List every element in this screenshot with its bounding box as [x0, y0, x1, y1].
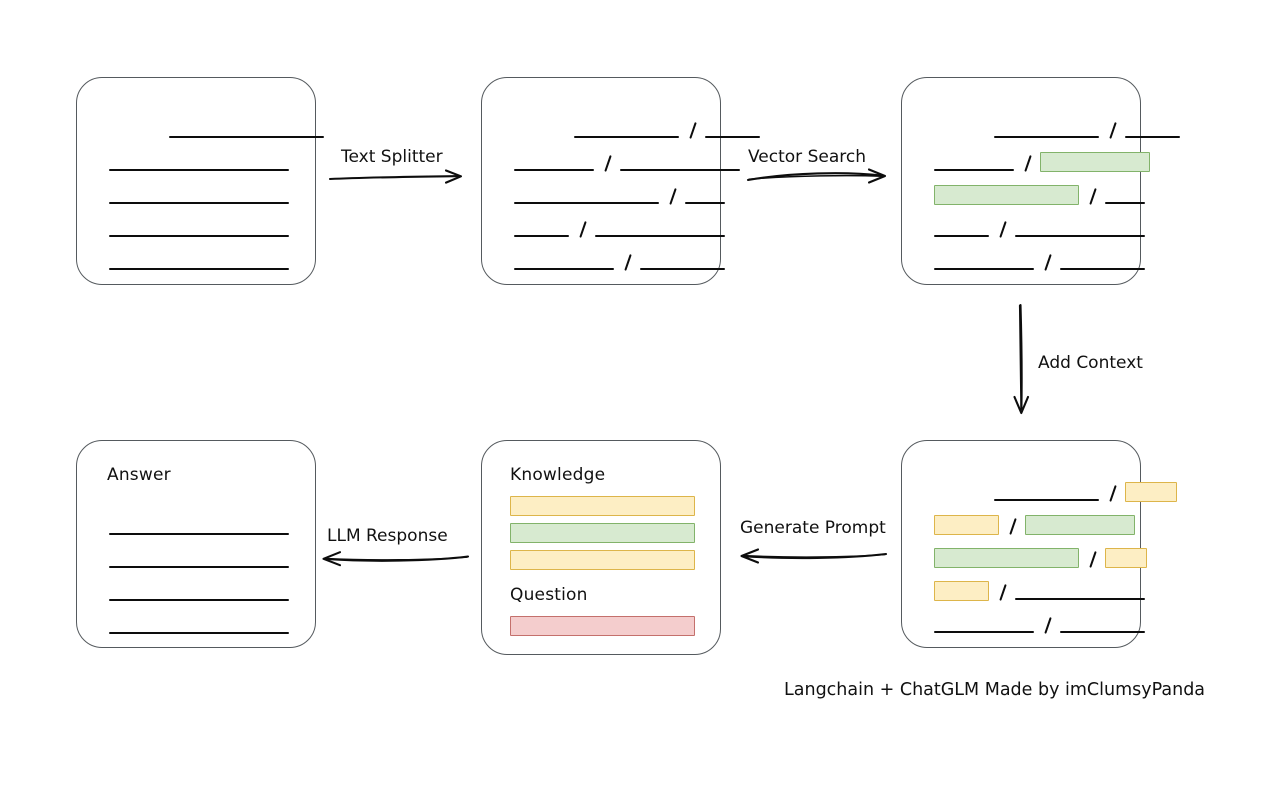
text-line: [514, 202, 659, 204]
text-line: [595, 235, 725, 237]
chunk-separator: [669, 188, 677, 205]
yellow-chunk-chip: [934, 581, 989, 601]
chunk-separator: [624, 254, 632, 271]
green-chunk-chip: [1040, 152, 1150, 172]
text-line: [640, 268, 725, 270]
source-document-box[interactable]: [76, 77, 324, 285]
yellow-chunk-chip: [1105, 548, 1147, 568]
green-chunk-chip: [934, 548, 1079, 568]
text-line: [934, 235, 989, 237]
green-prompt-bar: [510, 523, 695, 543]
edge-llm-response-label: LLM Response: [327, 526, 448, 546]
edge-generate-prompt-label: Generate Prompt: [740, 518, 886, 538]
prompt-box[interactable]: Knowledge Question: [481, 440, 721, 655]
text-line: [109, 632, 289, 634]
edge-vector-search-arrow: [746, 168, 887, 184]
text-line: [994, 499, 1099, 501]
text-line: [109, 169, 289, 171]
yellow-prompt-bar: [510, 550, 695, 570]
text-line: [994, 136, 1099, 138]
chunk-separator: [1009, 518, 1017, 535]
text-line: [109, 599, 289, 601]
text-line: [1015, 235, 1145, 237]
green-chunk-chip: [1025, 515, 1135, 535]
knowledge-heading: Knowledge: [510, 465, 606, 485]
text-line: [934, 268, 1034, 270]
matched-chunks-box[interactable]: [901, 77, 1180, 285]
chunk-separator: [689, 122, 697, 139]
text-line: [109, 235, 289, 237]
text-line: [1105, 202, 1145, 204]
text-line: [934, 631, 1034, 633]
answer-label: Answer: [107, 465, 171, 485]
chunk-separator: [1089, 188, 1097, 205]
text-line: [514, 235, 569, 237]
text-line: [169, 136, 324, 138]
answer-box[interactable]: Answer: [76, 440, 316, 648]
text-line: [620, 169, 740, 171]
chunk-separator: [1044, 617, 1052, 634]
edge-generate-prompt-arrow: [740, 548, 888, 564]
context-chunks-box[interactable]: [901, 440, 1177, 648]
edge-add-context-label: Add Context: [1038, 353, 1143, 373]
text-line: [109, 268, 289, 270]
text-line: [109, 566, 289, 568]
edge-vector-search-label: Vector Search: [748, 147, 866, 167]
chunk-separator: [1109, 485, 1117, 502]
text-line: [705, 136, 760, 138]
chunk-separator: [1089, 551, 1097, 568]
edge-llm-response-arrow: [322, 551, 470, 567]
green-chunk-chip: [934, 185, 1079, 205]
text-line: [685, 202, 725, 204]
edge-text-splitter-arrow: [328, 169, 463, 184]
edge-text-splitter-label: Text Splitter: [341, 147, 443, 167]
chunk-separator: [579, 221, 587, 238]
text-line: [574, 136, 679, 138]
chunk-separator: [999, 221, 1007, 238]
text-line: [934, 169, 1014, 171]
yellow-prompt-bar: [510, 496, 695, 516]
yellow-chunk-chip: [934, 515, 999, 535]
chunk-separator: [999, 584, 1007, 601]
chunk-separator: [1044, 254, 1052, 271]
text-line: [514, 268, 614, 270]
red-prompt-bar: [510, 616, 695, 636]
credit-text: Langchain + ChatGLM Made by imClumsyPand…: [784, 680, 1206, 700]
yellow-chunk-chip: [1125, 482, 1177, 502]
text-line: [1015, 598, 1145, 600]
edge-add-context-arrow: [1013, 303, 1030, 415]
question-heading: Question: [510, 585, 588, 605]
split-chunks-box[interactable]: [481, 77, 760, 285]
chunk-separator: [1024, 155, 1032, 172]
text-line: [1060, 268, 1145, 270]
text-line: [514, 169, 594, 171]
text-line: [109, 533, 289, 535]
text-line: [1125, 136, 1180, 138]
text-line: [109, 202, 289, 204]
text-line: [1060, 631, 1145, 633]
chunk-separator: [1109, 122, 1117, 139]
chunk-separator: [604, 155, 612, 172]
